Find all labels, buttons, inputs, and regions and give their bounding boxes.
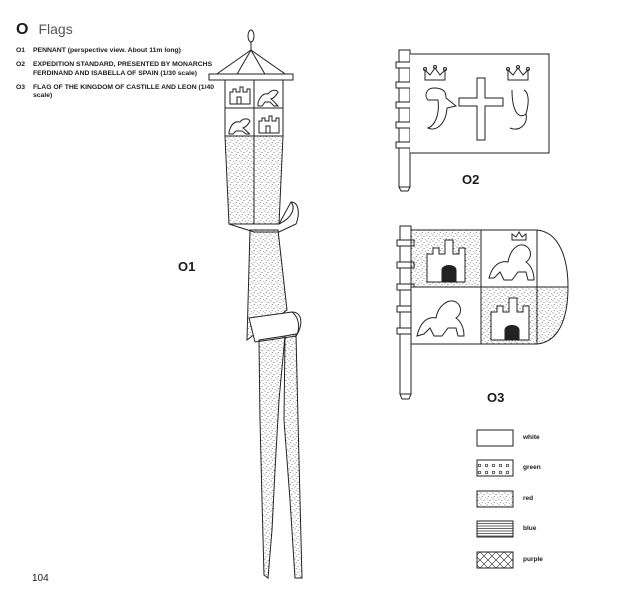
legend-swatches bbox=[476, 429, 514, 569]
page-number: 104 bbox=[32, 573, 49, 584]
legend-label-white: white bbox=[523, 434, 540, 441]
caption-text: FLAG OF THE KINGDOM OF CASTILLE AND LEON… bbox=[33, 83, 215, 100]
pennant-o1 bbox=[208, 29, 303, 579]
figure-label-o1: O1 bbox=[178, 259, 196, 274]
legend-label-purple: purple bbox=[523, 556, 543, 563]
legend-label-green: green bbox=[523, 464, 541, 471]
swatch-blue bbox=[476, 520, 514, 538]
caption-code: O1 bbox=[16, 47, 26, 54]
caption-code: O2 bbox=[16, 61, 26, 69]
swatch-white bbox=[476, 429, 514, 447]
section-title: Flags bbox=[38, 21, 73, 37]
legend-label-blue: blue bbox=[523, 525, 537, 532]
swatch-green bbox=[476, 459, 514, 477]
standard-o2 bbox=[395, 49, 550, 192]
caption-o3: O3 FLAG OF THE KINGDOM OF CASTILLE AND L… bbox=[16, 84, 226, 101]
figure-label-o2: O2 bbox=[462, 172, 480, 187]
swatch-purple bbox=[476, 551, 514, 569]
swatch-red bbox=[476, 490, 514, 508]
caption-text: PENNANT (perspective view. About 11m lon… bbox=[33, 47, 181, 54]
figure-label-o3: O3 bbox=[487, 390, 505, 405]
section-letter: O bbox=[16, 21, 29, 38]
legend-label-red: red bbox=[523, 495, 534, 502]
flag-o3 bbox=[396, 225, 569, 400]
section-heading: O Flags bbox=[16, 21, 73, 39]
caption-o1: O1 PENNANT (perspective view. About 11m … bbox=[16, 47, 226, 55]
caption-code: O3 bbox=[16, 83, 26, 91]
caption-text: EXPEDITION STANDARD, PRESENTED BY MONARC… bbox=[33, 61, 213, 77]
caption-o2: O2 EXPEDITION STANDARD, PRESENTED BY MON… bbox=[16, 61, 226, 78]
caption-list: O1 PENNANT (perspective view. About 11m … bbox=[16, 47, 226, 106]
